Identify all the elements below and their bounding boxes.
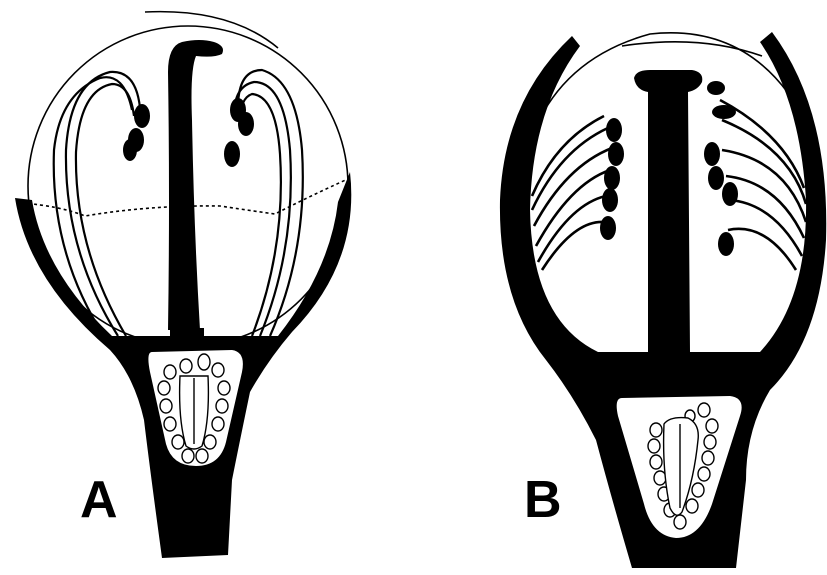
panel-label-b: B [524, 474, 562, 526]
flower-a-placenta [180, 376, 209, 449]
panel-label-a: A [80, 474, 118, 526]
